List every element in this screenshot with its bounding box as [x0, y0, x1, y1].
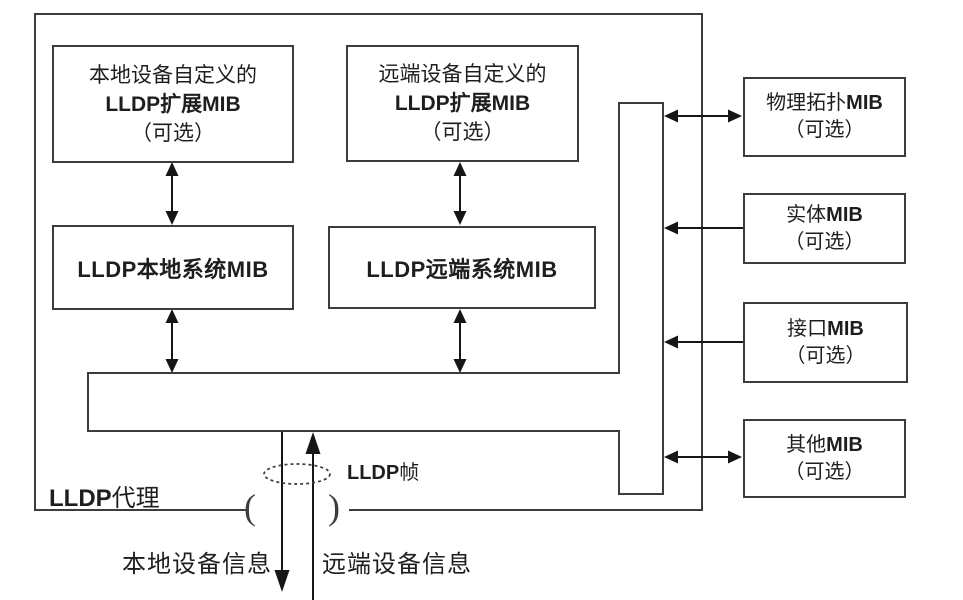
box-local-ext-line2: LLDP扩展MIB	[105, 92, 241, 116]
box-phys-topo-optional: （可选）	[784, 119, 865, 141]
label-local-device-info: 本地设备信息	[122, 551, 272, 578]
box-remote-ext-mib: 远端设备自定义的 LLDP扩展MIB （可选）	[346, 45, 579, 162]
box-local-ext-mib: 本地设备自定义的 LLDP扩展MIB （可选）	[52, 45, 294, 163]
box-remote-ext-line3: （可选）	[420, 121, 505, 144]
box-local-ext-line3: （可选）	[131, 121, 215, 145]
label-lldp-frame: LLDP帧	[347, 462, 420, 484]
arrow-remoteext-remotesys	[453, 162, 467, 225]
arrow-bus-phys-topo-mib	[664, 109, 742, 123]
paren-right: )	[328, 487, 340, 527]
lldp-agent-outer-border	[34, 13, 703, 511]
box-interface-mib: 接口MIB （可选）	[743, 302, 908, 383]
arrow-remote-info-in	[305, 432, 321, 600]
label-remote-device-info: 远端设备信息	[322, 551, 472, 578]
box-interface-optional: （可选）	[785, 344, 866, 367]
arrow-bus-other-mib	[664, 450, 742, 464]
box-remote-ext-line2: LLDP扩展MIB	[394, 92, 531, 115]
arrow-localext-localsys	[165, 162, 179, 225]
box-other-title: 其他MIB	[786, 433, 863, 456]
box-entity-optional: （可选）	[784, 230, 865, 253]
arrow-entity-mib-bus	[664, 221, 743, 235]
box-lldp-local-sys-label: LLDP本地系统MIB	[77, 256, 269, 282]
box-other-mib: 其他MIB （可选）	[743, 419, 906, 498]
arrow-local-info-out	[274, 432, 290, 592]
box-remote-ext-line1: 远端设备自定义的	[378, 63, 547, 86]
arrow-interface-mib-bus	[664, 335, 743, 349]
box-entity-title: 实体MIB	[786, 203, 863, 226]
box-lldp-remote-sys-mib: LLDP远端系统MIB	[328, 226, 596, 309]
port-ellipse-icon	[263, 463, 331, 485]
box-other-optional: （可选）	[784, 460, 865, 483]
arrow-remotesys-bus	[453, 309, 467, 373]
box-phys-topo-mib: 物理拓扑MIB （可选）	[743, 77, 906, 157]
arrow-localsys-bus	[165, 309, 179, 373]
box-phys-topo-title: 物理拓扑MIB	[766, 92, 883, 114]
box-lldp-remote-sys-label: LLDP远端系统MIB	[366, 256, 558, 282]
label-lldp-agent: LLDP代理	[49, 485, 160, 512]
paren-left: (	[244, 487, 256, 527]
box-interface-title: 接口MIB	[787, 317, 864, 340]
box-entity-mib: 实体MIB （可选）	[743, 193, 906, 264]
mib-bus-shape	[87, 102, 664, 495]
box-lldp-local-sys-mib: LLDP本地系统MIB	[52, 225, 294, 310]
box-local-ext-line1: 本地设备自定义的	[89, 63, 257, 87]
